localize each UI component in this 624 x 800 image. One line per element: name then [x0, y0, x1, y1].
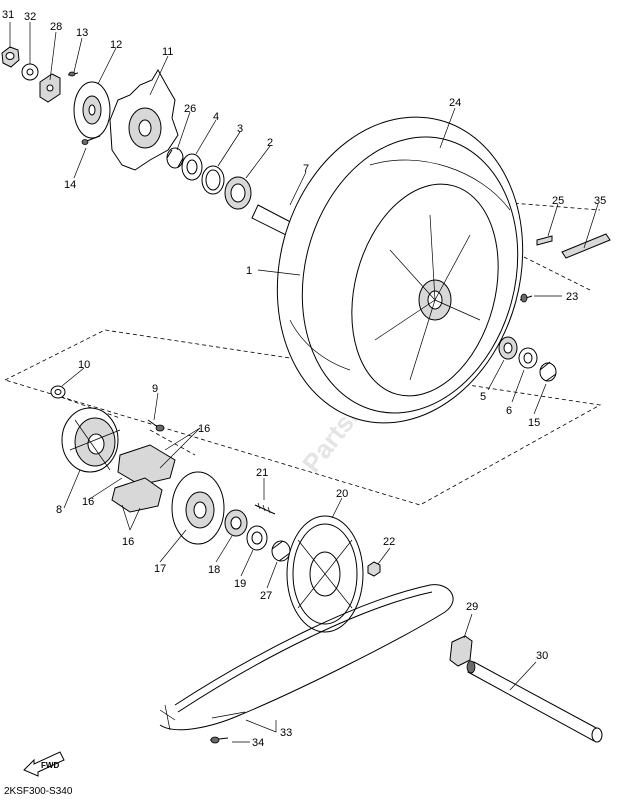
callout-label: 31: [2, 9, 14, 21]
stud-bolt-part: [254, 502, 276, 515]
fwd-label: FWD: [41, 761, 59, 770]
screw-part: [67, 71, 79, 77]
damper-lower-part: [111, 477, 163, 513]
brake-disc-part: [73, 81, 111, 139]
callout-label: 8: [56, 504, 62, 516]
callout-label: 33: [280, 727, 292, 739]
oil-seal-part: [181, 153, 203, 181]
callout-label: 2: [267, 137, 273, 149]
bearing-flange-part: [224, 509, 248, 537]
callout-label: 18: [208, 564, 220, 576]
callout-label: 25: [552, 195, 564, 207]
chain-puller-part: [449, 635, 473, 667]
leader-lines: [9, 22, 599, 743]
clutch-hub-part: [61, 407, 121, 473]
callout-label: 9: [152, 383, 158, 395]
valve-part: [519, 293, 533, 303]
callout-label: 10: [78, 359, 90, 371]
callout-label: 12: [110, 39, 122, 51]
document-code: 2KSF300-S340: [4, 786, 73, 797]
drive-chain-part: [159, 584, 454, 731]
sprocket-flange-part: [171, 471, 225, 545]
callout-label: 14: [64, 179, 76, 191]
bolt-small-part: [147, 419, 165, 432]
bearing-right-part: [498, 336, 518, 360]
callout-label: 32: [24, 11, 36, 23]
sprocket-nut-part: [367, 561, 381, 577]
oil-seal-right-part: [518, 347, 538, 369]
callout-label: 5: [480, 391, 486, 403]
circlip-part: [201, 165, 225, 195]
callout-label: 3: [237, 123, 243, 135]
bearing-part: [224, 176, 252, 210]
chain-joint-part: [209, 736, 229, 744]
callout-label: 7: [303, 163, 309, 175]
callout-label: 1: [246, 265, 252, 277]
callout-label: 6: [506, 405, 512, 417]
callout-label: 4: [213, 111, 219, 123]
damper-upper-part: [117, 444, 176, 486]
callout-label: 23: [566, 291, 578, 303]
callout-label: 30: [536, 650, 548, 662]
callout-labels: 31 32 28 13 12 11 26 4 3 2 7 24 14 25 35…: [2, 9, 606, 749]
wheel-axle-part: [466, 660, 603, 743]
callout-label: 13: [76, 27, 88, 39]
collar-part: [166, 147, 184, 169]
callout-label: 20: [336, 488, 348, 500]
fwd-arrow-icon: FWD: [23, 751, 65, 777]
callout-label: 15: [528, 417, 540, 429]
washer-small-part: [50, 385, 66, 399]
callout-label: 19: [234, 578, 246, 590]
callout-label: 26: [184, 103, 196, 115]
callout-label: 35: [594, 195, 606, 207]
reference-box-lower: [3, 329, 602, 506]
callout-label: 16: [198, 423, 210, 435]
washer-part: [21, 63, 39, 81]
callout-label: 16: [122, 536, 134, 548]
callout-label: 21: [256, 467, 268, 479]
callout-label: 16: [82, 496, 94, 508]
nut-part: [1, 46, 20, 68]
oil-seal-flange-part: [246, 525, 268, 551]
collar-right-part: [539, 361, 557, 382]
bolt-part: [81, 135, 101, 145]
callout-label: 11: [162, 46, 173, 58]
rear-wheel-assembly: [276, 116, 524, 424]
driven-sprocket-part: [286, 515, 364, 633]
caliper-bracket-part: [109, 69, 179, 171]
balance-weight-part: [536, 235, 553, 246]
label-part: [561, 233, 611, 259]
callout-label: 24: [449, 97, 461, 109]
callout-label: 34: [252, 737, 264, 749]
callout-label: 29: [466, 601, 478, 613]
callout-label: 17: [154, 563, 166, 575]
adjuster-plate-part: [39, 73, 61, 103]
callout-label: 22: [383, 536, 395, 548]
callout-label: 27: [260, 590, 272, 602]
callout-label: 28: [50, 21, 62, 33]
collar-flange-part: [271, 540, 291, 562]
